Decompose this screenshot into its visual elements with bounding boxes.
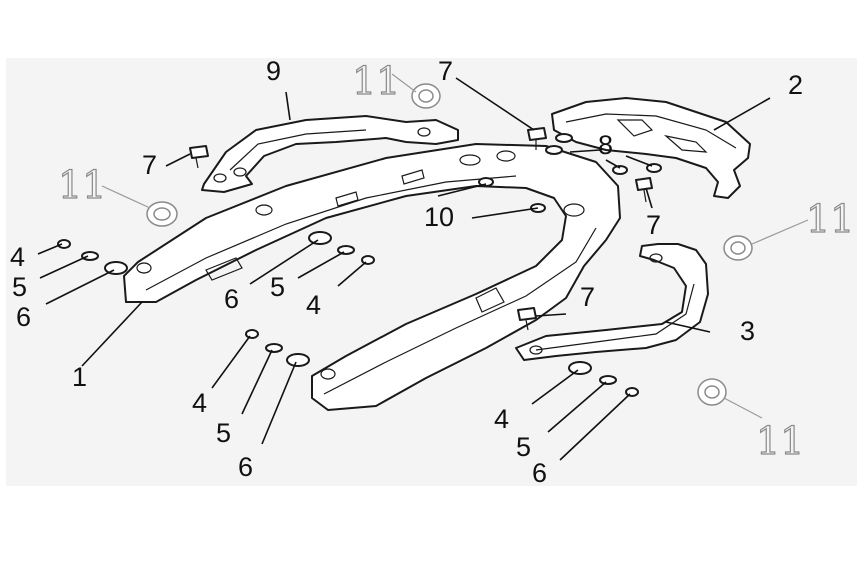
callout-7-right: 7 bbox=[646, 210, 661, 240]
part-left-grab-handle bbox=[201, 115, 459, 193]
diagram-canvas: 1 2 3 4 4 4 4 5 5 5 5 6 6 6 6 7 7 7 7 8 … bbox=[6, 58, 857, 486]
callout-11-left: 11 bbox=[58, 163, 106, 207]
callout-4-lower: 4 bbox=[192, 388, 207, 418]
callout-4-right: 4 bbox=[494, 404, 509, 434]
callout-labels: 1 2 3 4 4 4 4 5 5 5 5 6 6 6 6 7 7 7 7 8 … bbox=[10, 58, 855, 486]
callout-7-left: 7 bbox=[142, 150, 157, 180]
callout-2: 2 bbox=[788, 70, 803, 100]
callout-6-center: 6 bbox=[224, 284, 239, 314]
fasteners bbox=[57, 127, 662, 397]
callout-3: 3 bbox=[740, 316, 755, 346]
callout-4-left: 4 bbox=[10, 242, 25, 272]
part-rear-bracket bbox=[551, 97, 751, 199]
callout-6-right: 6 bbox=[532, 458, 547, 486]
callout-11-right: 11 bbox=[806, 197, 854, 241]
callout-9: 9 bbox=[266, 58, 281, 86]
part-right-grab-handle bbox=[515, 243, 709, 361]
callout-10: 10 bbox=[424, 202, 454, 232]
callout-5-center: 5 bbox=[270, 272, 285, 302]
callout-5-lower: 5 bbox=[216, 418, 231, 448]
callout-1: 1 bbox=[72, 362, 87, 392]
leader-lines bbox=[37, 73, 809, 461]
callout-5-left: 5 bbox=[12, 272, 27, 302]
callout-6-lower: 6 bbox=[238, 452, 253, 482]
part-washers-11 bbox=[146, 83, 753, 406]
callout-4-center: 4 bbox=[306, 290, 321, 320]
callout-8: 8 bbox=[598, 130, 613, 160]
callout-7-lower: 7 bbox=[580, 282, 595, 312]
callout-11-top: 11 bbox=[352, 59, 400, 103]
callout-7-top: 7 bbox=[438, 58, 453, 86]
callout-5-right: 5 bbox=[516, 432, 531, 462]
callout-11-bottom: 11 bbox=[756, 419, 804, 463]
part-rear-carrier-frame bbox=[123, 143, 621, 411]
exploded-parts-diagram: 1 2 3 4 4 4 4 5 5 5 5 6 6 6 6 7 7 7 7 8 … bbox=[10, 58, 855, 486]
callout-6-left: 6 bbox=[16, 302, 31, 332]
